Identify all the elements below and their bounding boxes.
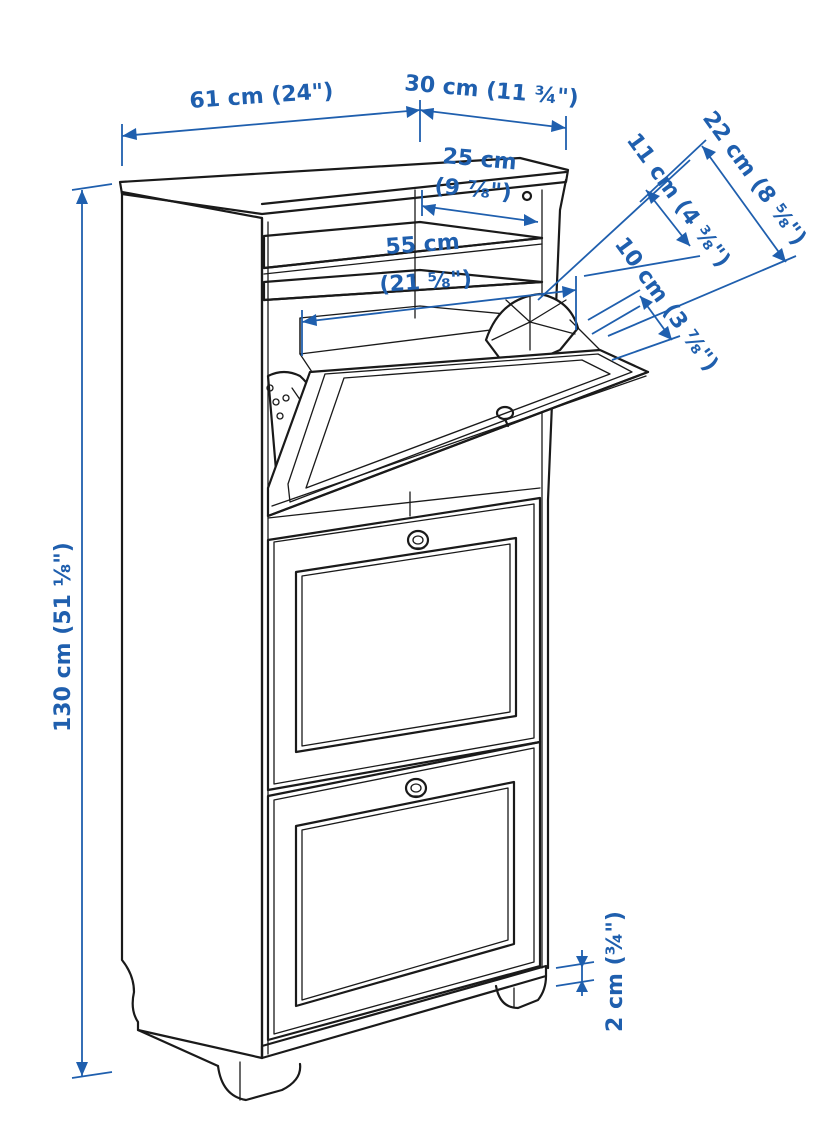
front-foot-right [494, 974, 548, 1010]
shoe-cabinet-drawing [118, 156, 650, 1102]
compartment-10cm-dimension-line [587, 289, 681, 361]
shelf-depth-label-cm: 25 cm [441, 144, 517, 175]
height-label: 130 cm (51 ⅛") [51, 542, 76, 732]
compartment-11cm-dimension-line [537, 159, 701, 301]
front-foot-left [216, 1062, 302, 1102]
inner-width-label-in: (21 ⅝") [379, 267, 473, 298]
plinth [260, 964, 548, 1060]
width-label: 61 cm (24") [189, 79, 334, 114]
bottom-drawer-knob [404, 777, 428, 799]
depth-dimension-line [419, 108, 567, 150]
compartment-22cm-dimension-line [607, 139, 797, 337]
foot-height-dimension-line [555, 950, 595, 996]
anchor-hole [521, 190, 533, 202]
inner-width-dimension-line [301, 276, 577, 356]
inner-width-label-cm: 55 cm [385, 230, 461, 260]
depth-label: 30 cm (11 ¾") [403, 71, 579, 111]
open-drawer-knob [495, 405, 515, 428]
foot-height-label: 2 cm (¾") [603, 911, 628, 1032]
middle-drawer [266, 496, 542, 792]
height-dimension-line [71, 183, 113, 1079]
dimension-lines [71, 100, 797, 1079]
middle-drawer-knob [406, 529, 430, 551]
bottom-drawer [266, 740, 542, 1042]
cabinet-side-panel [120, 190, 264, 1060]
shelf-depth-label-in: (9 ⅞") [433, 174, 512, 206]
width-dimension-line [121, 100, 421, 166]
shelf-depth-dimension-line [421, 190, 539, 226]
